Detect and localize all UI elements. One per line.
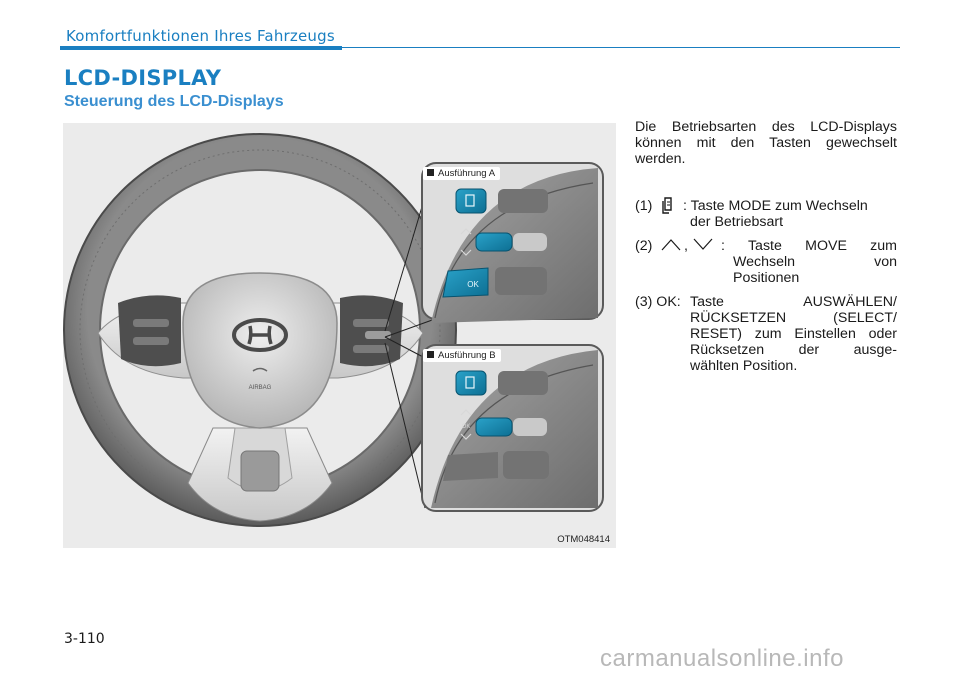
chapter-header: Komfortfunktionen Ihres Fahrzeugs: [66, 27, 335, 45]
airbag-label: AIRBAG: [249, 385, 272, 391]
steering-wheel-illustration: AIRBAG OK OK: [63, 133, 604, 527]
item-2-number: (2): [635, 238, 653, 254]
move-down-icon: [693, 238, 713, 250]
item-3-number: (3) OK:: [635, 294, 681, 310]
item-3-text-cont2: RESET) zum Einstellen oder: [690, 326, 897, 342]
watermark: carmanualsonline.info: [600, 645, 844, 672]
variant-a-label: Ausführung A: [423, 167, 501, 180]
item-3-text-cont4: wählten Position.: [690, 358, 798, 374]
item-2-separator: ,: [684, 238, 688, 254]
item-3-text-cont3: Rücksetzen der ausge-: [690, 342, 897, 358]
item-2-text: : Taste MOVE zum: [721, 238, 897, 254]
page-number: 3-110: [64, 631, 105, 647]
item-1-text: : Taste MODE zum Wechseln: [683, 198, 868, 214]
move-up-icon: [661, 239, 681, 251]
item-1-text-cont: der Betriebsart: [690, 214, 784, 230]
ok-label-a: OK: [467, 280, 479, 289]
mode-button-icon: [662, 197, 672, 214]
steering-wheel-figure: AIRBAG OK OK Ausführung A: [63, 123, 616, 548]
section-title: LCD-DISPLAY: [64, 66, 222, 90]
item-3-text-cont: RÜCKSETZEN (SELECT/: [690, 310, 897, 326]
header-rule-line: [342, 47, 900, 48]
item-2-text-cont2: Positionen: [733, 270, 800, 286]
item-3-text: Taste AUSWÄHLEN/: [690, 294, 897, 310]
variant-b-label: Ausführung B: [423, 349, 501, 362]
header-rule: [60, 46, 342, 50]
item-2-text-cont: Wechseln von: [733, 254, 897, 270]
ok-label-b: OK: [462, 424, 471, 430]
figure-code: OTM048414: [557, 534, 610, 545]
item-1-number: (1): [635, 198, 653, 214]
subsection-title: Steuerung des LCD-Displays: [64, 93, 284, 110]
intro-paragraph: Die Betriebsarten des LCD-Displays könne…: [635, 119, 897, 167]
